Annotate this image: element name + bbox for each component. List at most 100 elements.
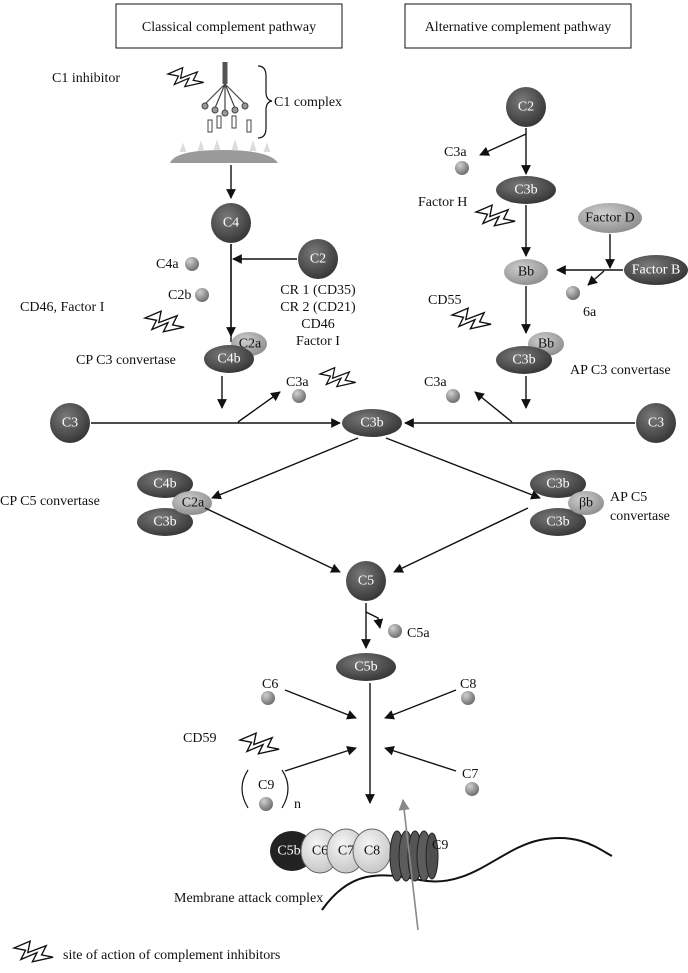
c3b-central-node: [342, 409, 402, 437]
c3a-fragment-left: [292, 389, 306, 403]
svg-text:Bb: Bb: [518, 265, 534, 280]
cd59-bolt-icon: [239, 732, 280, 755]
ap-c3-convertase-label: AP C3 convertase: [570, 363, 671, 378]
c3a-label-right: C3a: [424, 375, 447, 390]
svg-text:C3b: C3b: [546, 477, 569, 492]
c7-label: C7: [462, 767, 478, 782]
c3-node-right: [636, 403, 676, 443]
c1-inhibitor-bolt-icon: [167, 67, 205, 88]
svg-text:C5b: C5b: [354, 660, 377, 675]
c6-label: C6: [262, 677, 278, 692]
c4a-label: C4a: [156, 257, 179, 272]
classical-header: Classical complement pathway: [142, 20, 316, 35]
c1-complex-label: C1 complex: [274, 95, 342, 110]
c8-label: C8: [460, 677, 476, 692]
ap-c5-convertase-label-line1: AP C5: [610, 490, 647, 505]
c4-node: [211, 203, 251, 243]
c8-fragment: [461, 691, 475, 705]
cd46-factor-i-label: CD46, Factor I: [20, 300, 105, 315]
c9-n-label: n: [294, 797, 301, 812]
svg-text:C6: C6: [312, 844, 328, 859]
svg-text:Factor D: Factor D: [585, 211, 634, 226]
c5a-fragment: [388, 624, 402, 638]
svg-text:C2a: C2a: [182, 496, 205, 511]
factor-b-node: [624, 255, 688, 285]
alternative-header: Alternative complement pathway: [425, 20, 612, 35]
svg-text:C3b: C3b: [512, 353, 535, 368]
svg-text:C5b: C5b: [277, 844, 300, 859]
svg-text:C8: C8: [364, 844, 380, 859]
pore-channel-arrow: [398, 798, 419, 931]
classical-header-box: [115, 3, 343, 49]
svg-text:C7: C7: [338, 844, 354, 859]
ap-c5-convertase-beta-b: [568, 491, 604, 515]
c3a-label-left: C3a: [286, 375, 309, 390]
c3a-fragment-alternative: [455, 161, 469, 175]
cd55-bolt-icon: [451, 307, 492, 330]
svg-text:C5: C5: [358, 574, 374, 589]
cp-c5-convertase-c4b: [137, 470, 193, 498]
c1-complex-icon: [201, 62, 252, 133]
svg-text:C2: C2: [518, 100, 534, 115]
svg-text:C3: C3: [62, 416, 78, 431]
cell-surface-icon: [170, 139, 278, 163]
factor-h-bolt-icon: [475, 204, 516, 227]
mac-title: Membrane attack complex: [174, 891, 323, 906]
cd46-bolt-icon: [144, 310, 185, 333]
ap-c5-convertase-c3b-bottom: [530, 508, 586, 536]
c2-node-classical: [298, 239, 338, 279]
cp-c5-convertase-c2a: [172, 491, 212, 515]
c7-fragment: [465, 782, 479, 796]
c3b-alternative-node: [496, 176, 556, 204]
svg-text:C4: C4: [223, 216, 239, 231]
svg-text:C3b: C3b: [153, 515, 176, 530]
c3-node-left: [50, 403, 90, 443]
regulator-cr2: CR 2 (CD21): [280, 300, 356, 315]
regulator-factor-i: Factor I: [296, 334, 340, 349]
svg-text:C4b: C4b: [153, 477, 176, 492]
factor-h-label: Factor H: [418, 195, 467, 210]
c2b-fragment: [195, 288, 209, 302]
svg-text:C3b: C3b: [546, 515, 569, 530]
cp-c3-convertase-label: CP C3 convertase: [76, 353, 176, 368]
regulator-cr1: CR 1 (CD35): [280, 283, 356, 298]
legend-text: site of action of complement inhibitors: [63, 948, 280, 963]
cd59-label: CD59: [183, 731, 216, 746]
c9-paren-left: [241, 769, 249, 809]
ap-c3-convertase-c3b: [496, 346, 552, 374]
factor-d-node: [578, 203, 642, 233]
svg-text:βb: βb: [579, 496, 593, 511]
c2-node-alternative: [506, 87, 546, 127]
c9-label: C9: [258, 778, 274, 793]
cp-c5-convertase-label: CP C5 convertase: [0, 494, 100, 509]
ap-c5-convertase-c3b-top: [530, 470, 586, 498]
c9-paren-right: [281, 769, 289, 809]
membrane-line: [321, 837, 613, 911]
svg-text:Factor B: Factor B: [632, 263, 681, 278]
c5a-label: C5a: [407, 626, 430, 641]
c3a-fragment-right: [446, 389, 460, 403]
bb-node: [504, 259, 548, 285]
c6-fragment: [261, 691, 275, 705]
c1-inhibitor-label: C1 inhibitor: [52, 71, 120, 86]
mac-c9-pore: [389, 830, 439, 882]
c5b-node: [336, 653, 396, 681]
svg-text:C3b: C3b: [514, 183, 537, 198]
regulator-cd46: CD46: [301, 317, 334, 332]
legend-bolt-icon: [13, 940, 54, 963]
ap-c5-convertase-label-line2: convertase: [610, 509, 670, 524]
svg-text:C3b: C3b: [360, 416, 383, 431]
svg-text:C2: C2: [310, 252, 326, 267]
c3-bolt-icon: [319, 367, 357, 388]
six-a-label: 6a: [583, 305, 597, 320]
cp-c5-convertase-c3b: [137, 508, 193, 536]
svg-text:Bb: Bb: [538, 337, 554, 352]
c3a-label-alternative: C3a: [444, 145, 467, 160]
c1-complex-brace: [257, 65, 273, 139]
c9-fragment: [259, 797, 273, 811]
c2b-label: C2b: [168, 288, 191, 303]
cp-c3-convertase-c4b: [204, 345, 254, 373]
mac-c9-label: C9: [432, 838, 448, 853]
cd55-label: CD55: [428, 293, 461, 308]
